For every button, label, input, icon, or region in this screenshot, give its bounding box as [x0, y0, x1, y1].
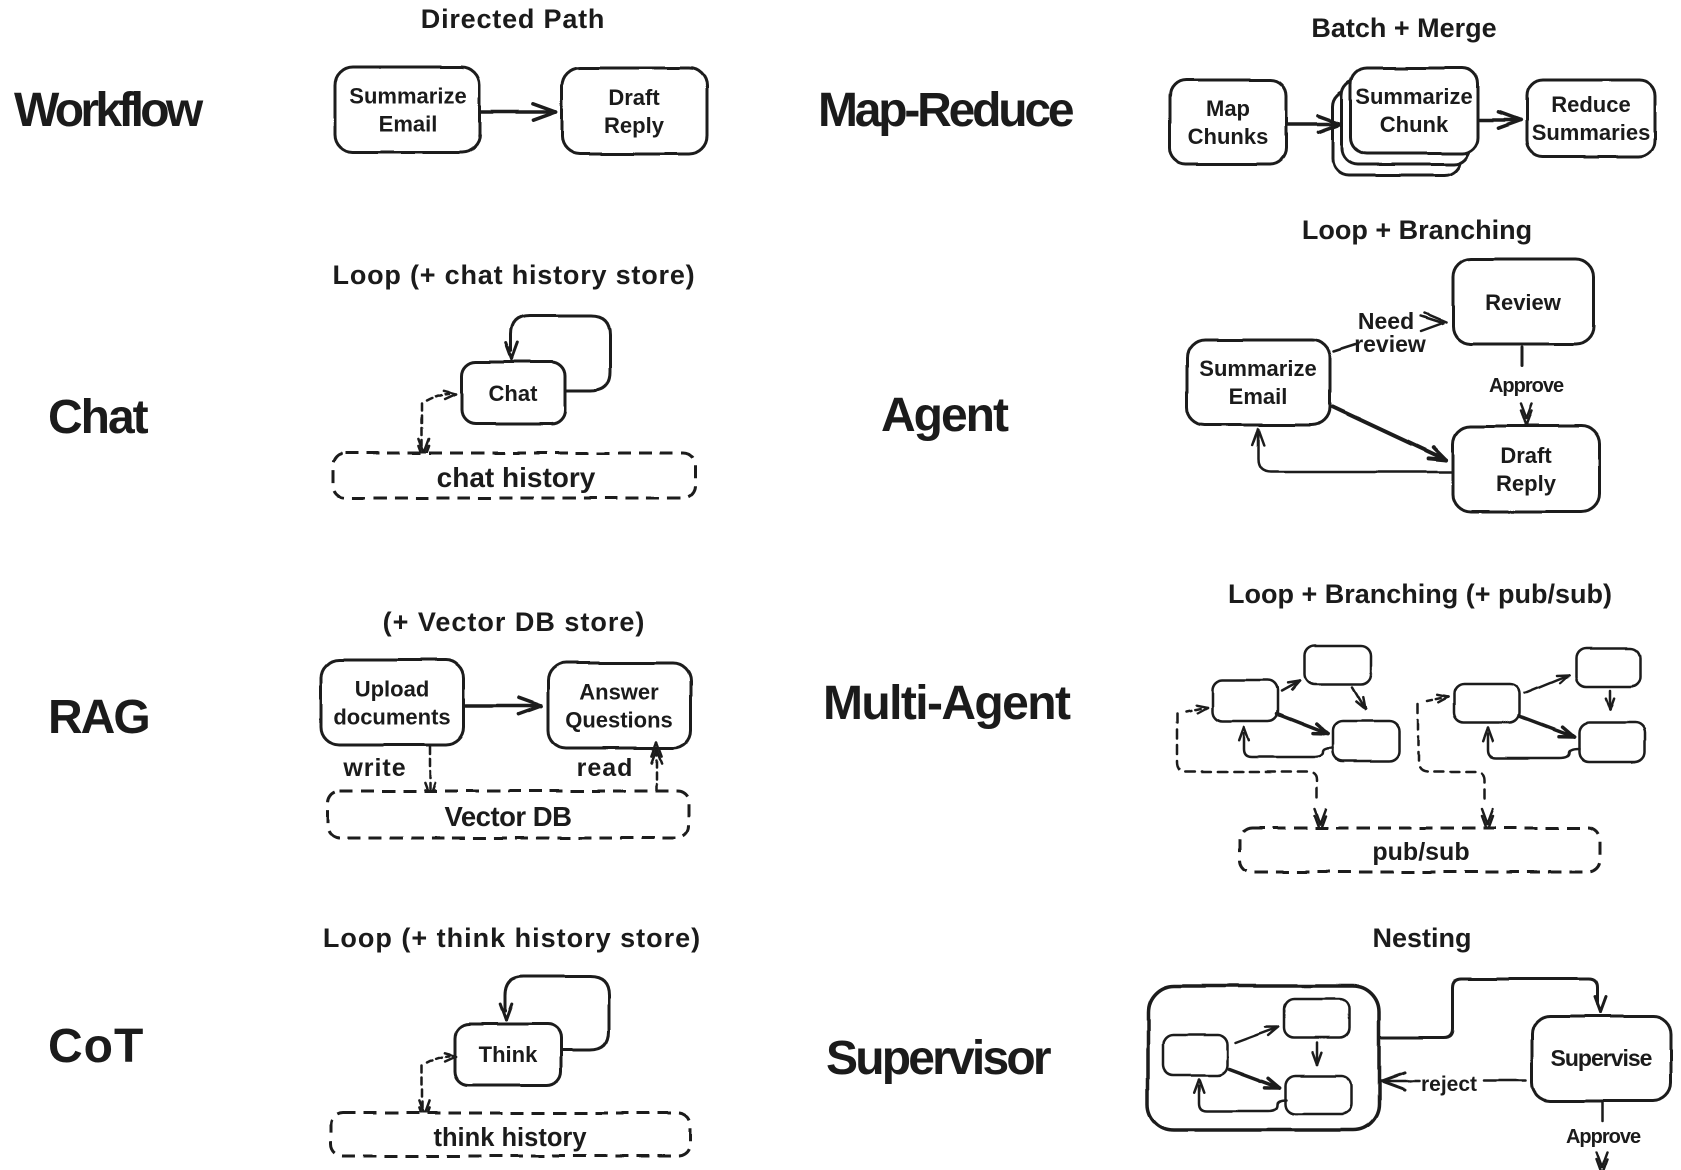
svg-text:CoT: CoT — [48, 1020, 144, 1073]
svg-text:Upload: Upload — [355, 677, 430, 702]
svg-text:Summarize: Summarize — [1199, 356, 1316, 381]
svg-text:Reply: Reply — [604, 113, 665, 138]
svg-text:Supervisor: Supervisor — [826, 1032, 1051, 1085]
svg-text:Questions: Questions — [565, 708, 673, 733]
svg-text:Chat: Chat — [48, 391, 149, 444]
svg-text:RAG: RAG — [48, 691, 149, 744]
svg-text:Map: Map — [1206, 96, 1250, 121]
svg-text:reject: reject — [1421, 1073, 1477, 1096]
svg-text:Answer: Answer — [579, 680, 659, 705]
svg-text:Summarize: Summarize — [1355, 84, 1472, 109]
svg-text:Loop + Branching (+ pub/sub): Loop + Branching (+ pub/sub) — [1228, 579, 1612, 609]
svg-text:Approve: Approve — [1489, 375, 1564, 397]
svg-text:Summaries: Summaries — [1532, 120, 1651, 145]
svg-text:documents: documents — [333, 705, 450, 730]
svg-text:Approve: Approve — [1566, 1126, 1641, 1148]
svg-text:review: review — [1354, 331, 1426, 357]
svg-text:Need: Need — [1358, 308, 1414, 334]
svg-text:read: read — [577, 754, 634, 782]
svg-text:Loop (+ chat history store): Loop (+ chat history store) — [333, 260, 696, 290]
svg-text:Email: Email — [1229, 384, 1288, 409]
svg-text:Workflow: Workflow — [14, 84, 204, 137]
svg-text:Agent: Agent — [881, 389, 1009, 442]
svg-text:Think: Think — [479, 1042, 538, 1067]
svg-text:Draft: Draft — [1500, 443, 1552, 468]
svg-text:Email: Email — [379, 112, 438, 137]
svg-text:Chunk: Chunk — [1380, 112, 1449, 137]
svg-text:(+ Vector DB store): (+ Vector DB store) — [383, 607, 646, 637]
svg-text:Nesting: Nesting — [1372, 923, 1471, 953]
svg-text:Vector DB: Vector DB — [445, 801, 572, 832]
svg-text:pub/sub: pub/sub — [1372, 838, 1469, 866]
svg-text:write: write — [342, 754, 406, 782]
svg-text:Map-Reduce: Map-Reduce — [818, 84, 1074, 137]
svg-text:Multi-Agent: Multi-Agent — [823, 677, 1071, 730]
svg-text:Reply: Reply — [1496, 471, 1557, 496]
svg-text:Reduce: Reduce — [1551, 92, 1630, 117]
svg-text:Loop + Branching: Loop + Branching — [1302, 215, 1532, 245]
svg-text:Batch + Merge: Batch + Merge — [1311, 13, 1496, 43]
svg-text:Directed Path: Directed Path — [421, 4, 605, 34]
svg-text:think history: think history — [433, 1124, 587, 1152]
svg-text:Draft: Draft — [608, 85, 660, 110]
svg-text:Chunks: Chunks — [1188, 124, 1269, 149]
svg-text:Summarize: Summarize — [349, 84, 466, 109]
svg-text:Chat: Chat — [489, 381, 539, 406]
svg-text:Supervise: Supervise — [1551, 1045, 1652, 1071]
svg-text:chat history: chat history — [437, 462, 596, 493]
svg-text:Loop (+ think history store): Loop (+ think history store) — [323, 923, 701, 953]
svg-text:Review: Review — [1485, 290, 1562, 315]
